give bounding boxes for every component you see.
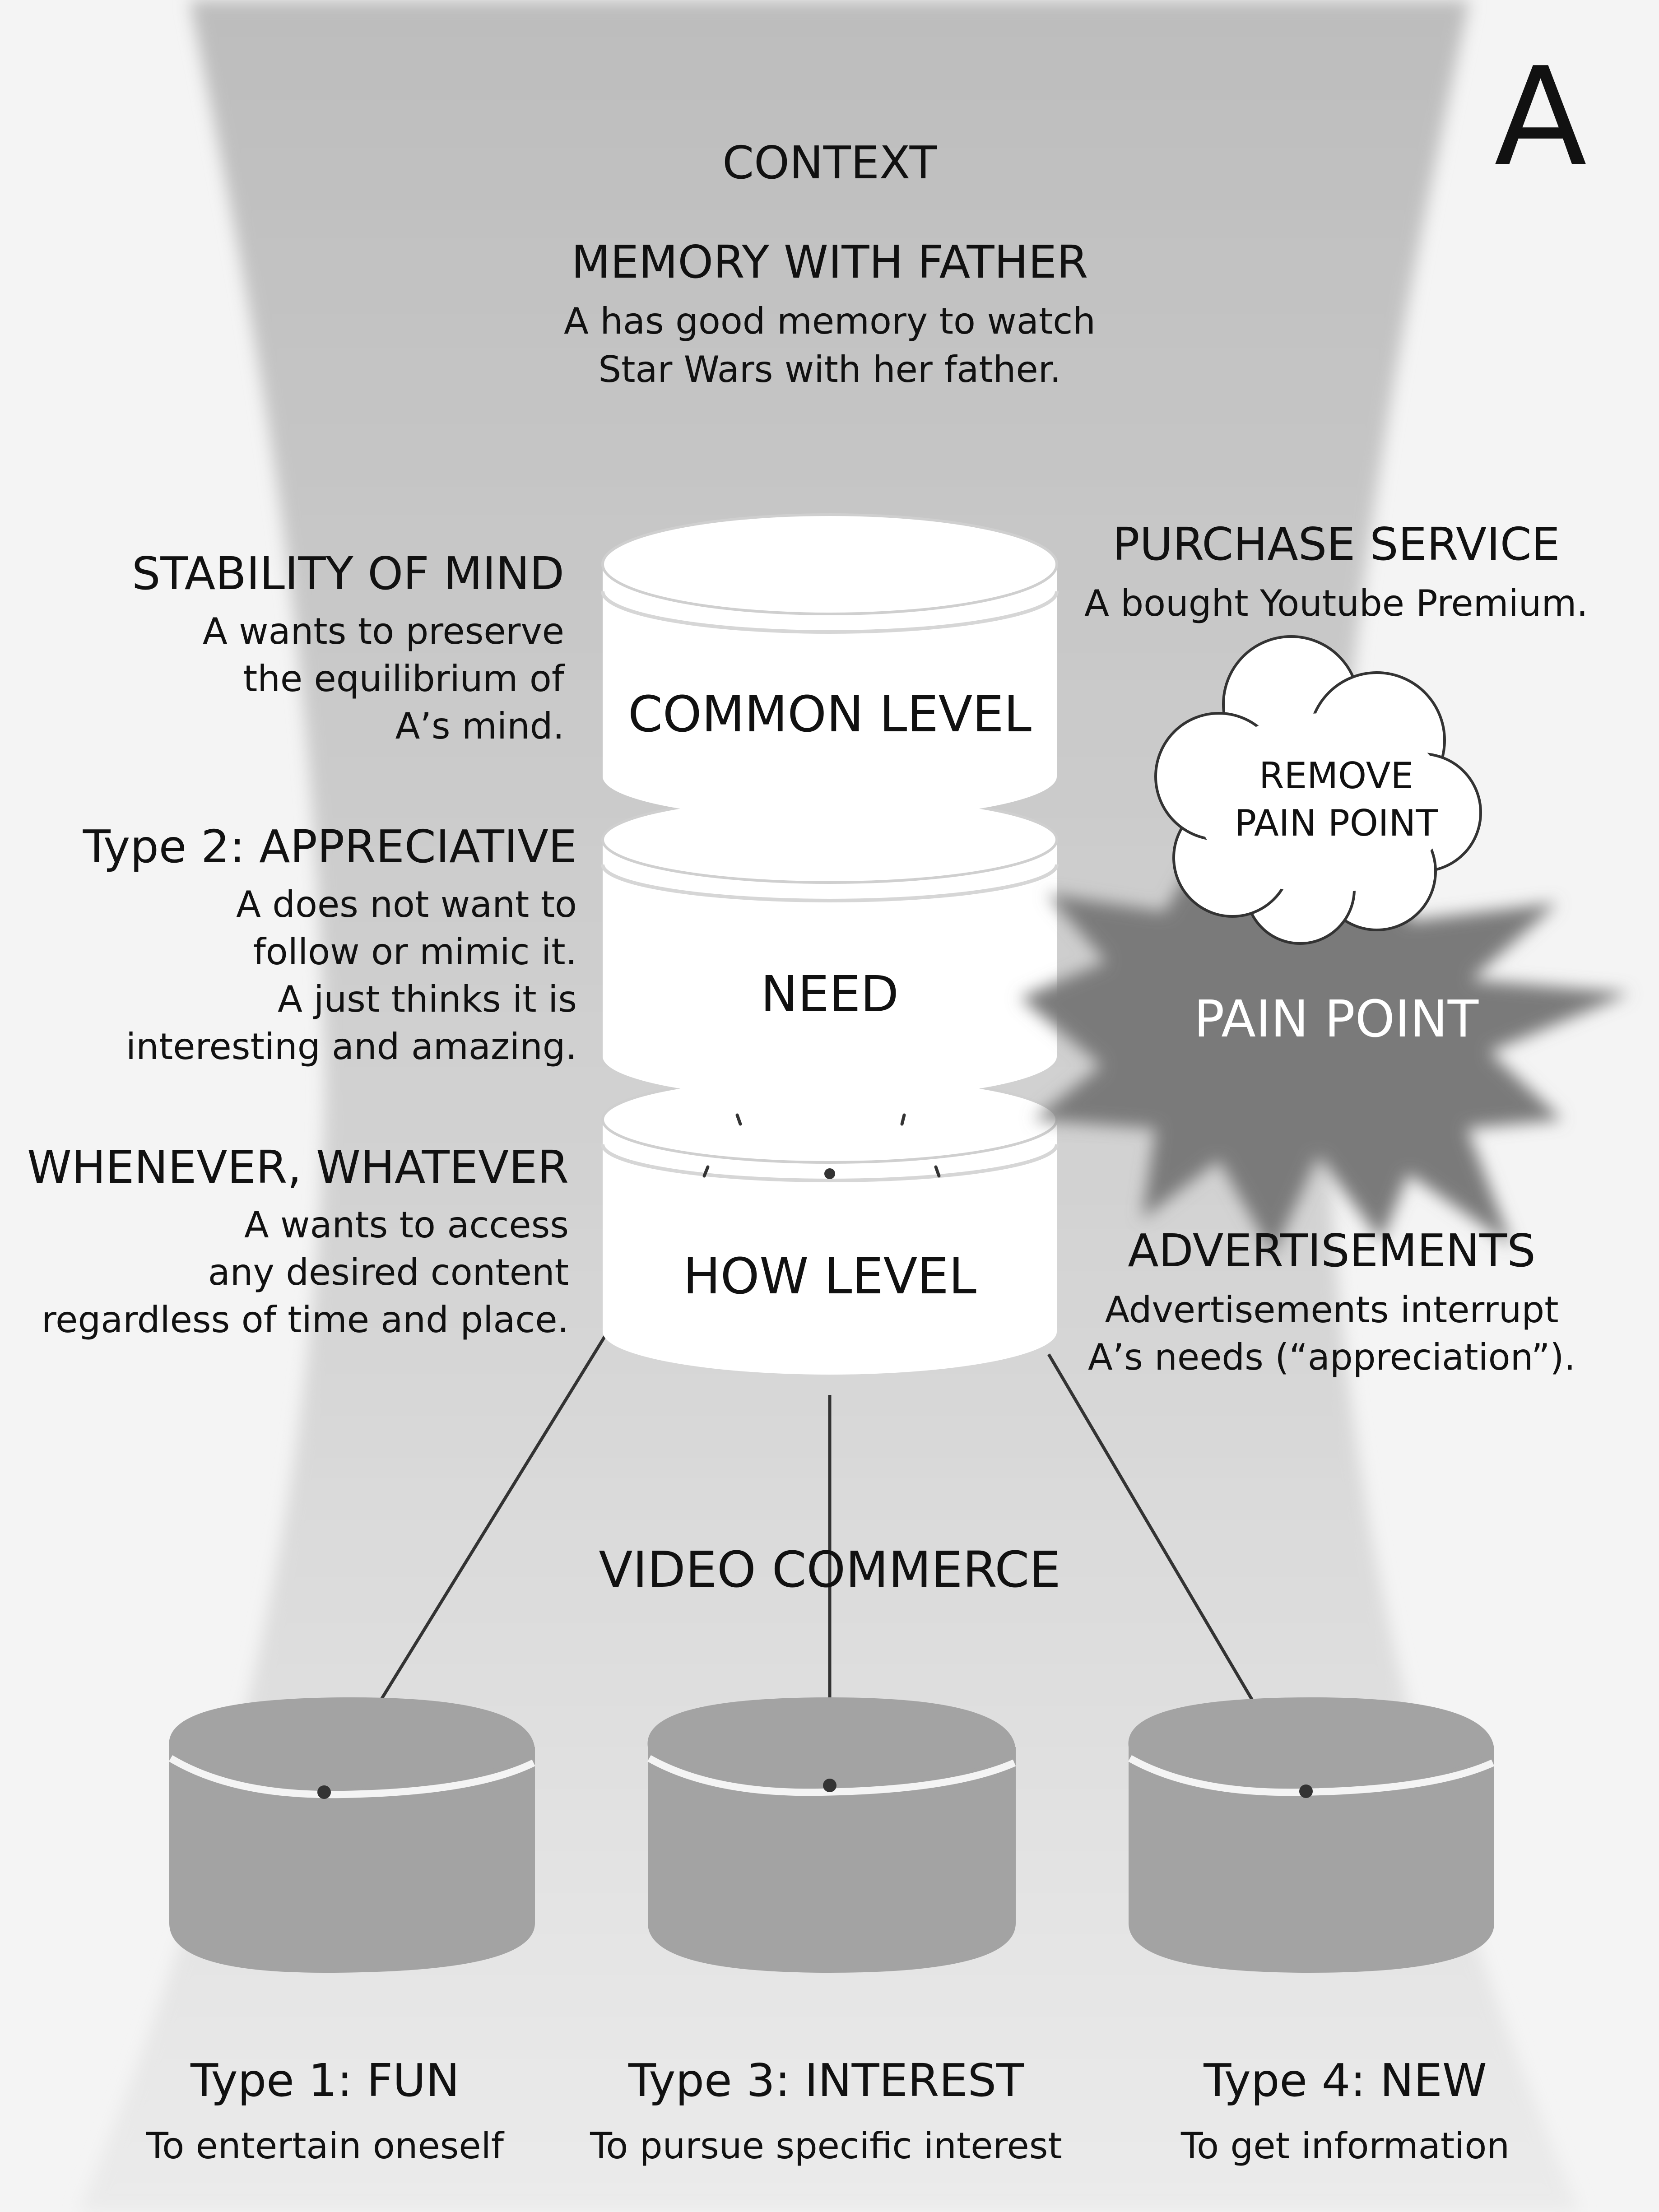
need-label: NEED bbox=[761, 965, 899, 1023]
cylinder-interest bbox=[647, 1697, 1016, 1973]
appreciative-line-3: A just thinks it is bbox=[278, 978, 577, 1020]
how-level-label: HOW LEVEL bbox=[683, 1247, 976, 1305]
connector-dot-fun bbox=[317, 1785, 331, 1799]
whenever-line-1: A wants to access bbox=[244, 1204, 569, 1246]
connector-dot-new bbox=[1299, 1784, 1313, 1798]
cloud-line-1: REMOVE bbox=[1259, 755, 1413, 797]
stability-line-2: the equilibrium of bbox=[243, 658, 564, 700]
corner-letter: A bbox=[1494, 38, 1587, 196]
context-line-1: A has good memory to watch bbox=[564, 300, 1096, 342]
how-level-cylinder bbox=[601, 1075, 1059, 1375]
common-level-label: COMMON LEVEL bbox=[628, 685, 1032, 743]
appreciative-title: Type 2: APPRECIATIVE bbox=[83, 820, 577, 873]
whenever-line-3: regardless of time and place. bbox=[42, 1299, 569, 1341]
type-new-title: Type 4: NEW bbox=[1204, 2054, 1487, 2107]
connector-dot-interest bbox=[823, 1779, 836, 1792]
type-new-subtitle: To get information bbox=[1180, 2125, 1510, 2167]
advertisements-title: ADVERTISEMENTS bbox=[1128, 1224, 1536, 1277]
context-title: MEMORY WITH FATHER bbox=[571, 236, 1088, 288]
pain-point-label: PAIN POINT bbox=[1194, 990, 1479, 1049]
video-commerce-label: VIDEO COMMERCE bbox=[599, 1541, 1061, 1599]
need-cylinder bbox=[601, 795, 1059, 1099]
type-fun-subtitle: To entertain oneself bbox=[146, 2125, 504, 2167]
type-interest-subtitle: To pursue specific interest bbox=[590, 2125, 1062, 2167]
type-interest-title: Type 3: INTEREST bbox=[628, 2054, 1024, 2107]
appreciative-line-2: follow or mimic it. bbox=[253, 931, 577, 973]
context-heading: CONTEXT bbox=[722, 136, 937, 189]
stack-separator-marks bbox=[702, 1113, 941, 1179]
context-line-2: Star Wars with her father. bbox=[598, 349, 1061, 390]
whenever-line-2: any desired content bbox=[208, 1251, 569, 1293]
advertisements-line-1: Advertisements interrupt bbox=[1105, 1289, 1559, 1331]
remove-pain-point-cloud bbox=[1154, 635, 1482, 945]
cylinder-new bbox=[1128, 1697, 1495, 1973]
cylinder-fun bbox=[168, 1697, 535, 1973]
common-level-cylinder bbox=[601, 513, 1059, 819]
stability-title: STABILITY OF MIND bbox=[131, 547, 564, 600]
type-fun-title: Type 1: FUN bbox=[190, 2054, 460, 2107]
stability-line-1: A wants to preserve bbox=[202, 610, 564, 652]
advertisements-line-2: A’s needs (“appreciation”). bbox=[1087, 1336, 1576, 1378]
whenever-title: WHENEVER, WHATEVER bbox=[27, 1141, 569, 1194]
purchase-line-1: A bought Youtube Premium. bbox=[1084, 582, 1588, 624]
stability-line-3: A’s mind. bbox=[395, 705, 564, 747]
cloud-line-2: PAIN POINT bbox=[1234, 802, 1438, 844]
appreciative-line-1: A does not want to bbox=[236, 883, 577, 925]
purchase-title: PURCHASE SERVICE bbox=[1112, 518, 1560, 571]
pain-point-starburst bbox=[1020, 804, 1630, 1255]
appreciative-line-4: interesting and amazing. bbox=[125, 1026, 577, 1068]
